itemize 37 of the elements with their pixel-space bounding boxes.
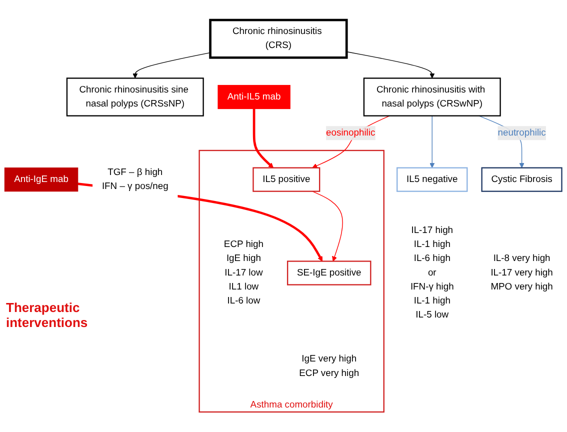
node-box: Chronic rhinosinusitis sine nasal polyps (CRSsNP) <box>66 78 204 116</box>
node-label: IgE very high <box>302 354 357 364</box>
node-label: ECP very high <box>299 368 360 378</box>
node-label: IL-17 low <box>224 268 263 278</box>
node-label: TGF – β high <box>108 167 163 178</box>
node-box: IL5 positive <box>252 167 320 192</box>
edge-label: eosinophilic <box>326 128 376 138</box>
node-label: IL-5 low <box>416 310 449 320</box>
node-box: Anti-IgE mab <box>4 168 78 192</box>
node-label: IL1 low <box>228 282 259 292</box>
node-box: SE-IgE positive <box>286 260 372 286</box>
node-label: IFN – γ pos/neg <box>102 181 168 192</box>
note-text: Therapeutic interventions <box>6 300 89 330</box>
arrow <box>430 115 435 168</box>
arrow <box>252 108 274 168</box>
node-label: or <box>428 268 436 278</box>
node-label: IL-17 very high <box>490 268 553 278</box>
node-label: IL-6 high <box>414 254 450 264</box>
node-label: IL-1 high <box>414 296 450 306</box>
node-label: IL-6 low <box>227 296 260 306</box>
arrow <box>132 52 211 78</box>
arrow <box>312 190 343 262</box>
node-label: IFN-γ high <box>410 282 454 292</box>
node-box: Chronic rhinosinusitis (CRS) <box>209 18 348 59</box>
node-label: MPO very high <box>490 282 553 292</box>
arrow <box>312 115 390 168</box>
node-label: ECP high <box>224 240 264 250</box>
node-label: IL-17 high <box>411 225 454 236</box>
arrow <box>346 51 435 78</box>
node-label: IL-8 very high <box>493 254 550 264</box>
node-box: Cystic Fibrosis <box>481 167 562 192</box>
node-box: IL5 negative <box>396 167 468 192</box>
node-label: IgE high <box>226 254 261 264</box>
edge-label: neutrophilic <box>498 128 546 138</box>
node-box: Anti-IL5 mab <box>218 84 290 110</box>
node-box: Chronic rhinosinusitis with nasal polyps (CRSwNP) <box>363 78 501 116</box>
node-label: IL-1 high <box>414 240 450 250</box>
